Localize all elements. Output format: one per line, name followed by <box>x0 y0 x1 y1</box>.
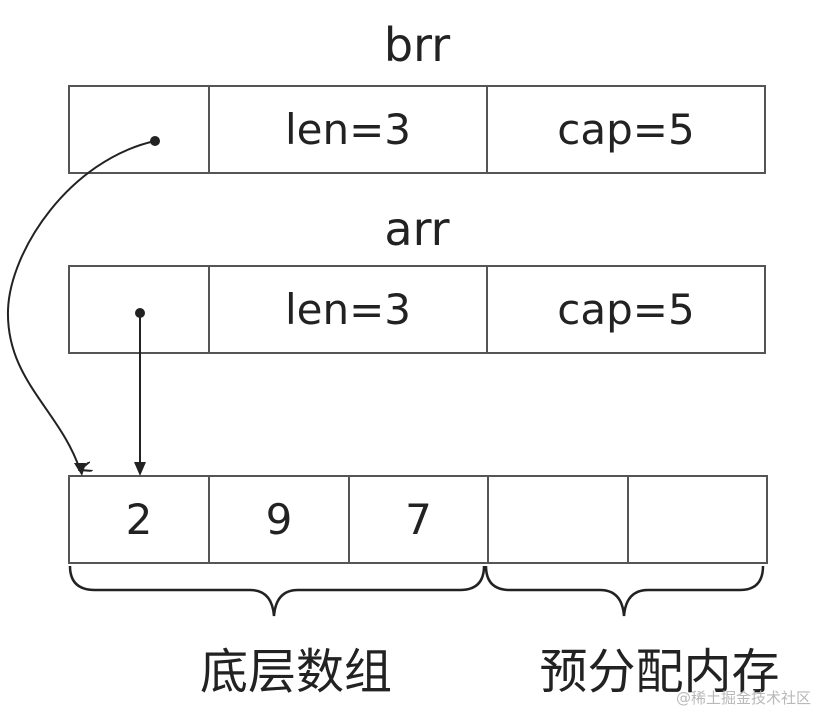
underlying-array-label: 底层数组 <box>199 644 392 700</box>
arr-len-cell: len=3 <box>208 265 488 354</box>
arr-arrow-tip <box>134 462 146 476</box>
array-cell-0: 2 <box>68 475 210 564</box>
array-cell-4 <box>627 475 768 564</box>
brr-ptr-cell <box>68 85 210 174</box>
watermark: @稀土掘金技术社区 <box>675 689 811 707</box>
arr-name: arr <box>384 202 450 256</box>
prealloc-memory-label: 预分配内存 <box>539 644 780 700</box>
underlying-array: 2 9 7 <box>68 475 768 564</box>
arr-cap: cap=5 <box>557 285 695 334</box>
array-cell-1: 9 <box>208 475 350 564</box>
brr-cap-cell: cap=5 <box>486 85 766 174</box>
brr-cap: cap=5 <box>557 105 695 154</box>
brr-len-cell: len=3 <box>208 85 488 174</box>
arr-slice-header: len=3 cap=5 <box>68 265 766 354</box>
arr-len: len=3 <box>284 285 412 334</box>
brr-len: len=3 <box>284 105 412 154</box>
prealloc-brace <box>484 565 765 617</box>
brr-slice-header: len=3 cap=5 <box>68 85 766 174</box>
underlying-brace <box>68 565 486 617</box>
array-cell-3 <box>487 475 629 564</box>
brr-name: brr <box>383 18 451 72</box>
arr-ptr-cell <box>68 265 210 354</box>
array-cell-2: 7 <box>348 475 489 564</box>
arr-cap-cell: cap=5 <box>486 265 766 354</box>
